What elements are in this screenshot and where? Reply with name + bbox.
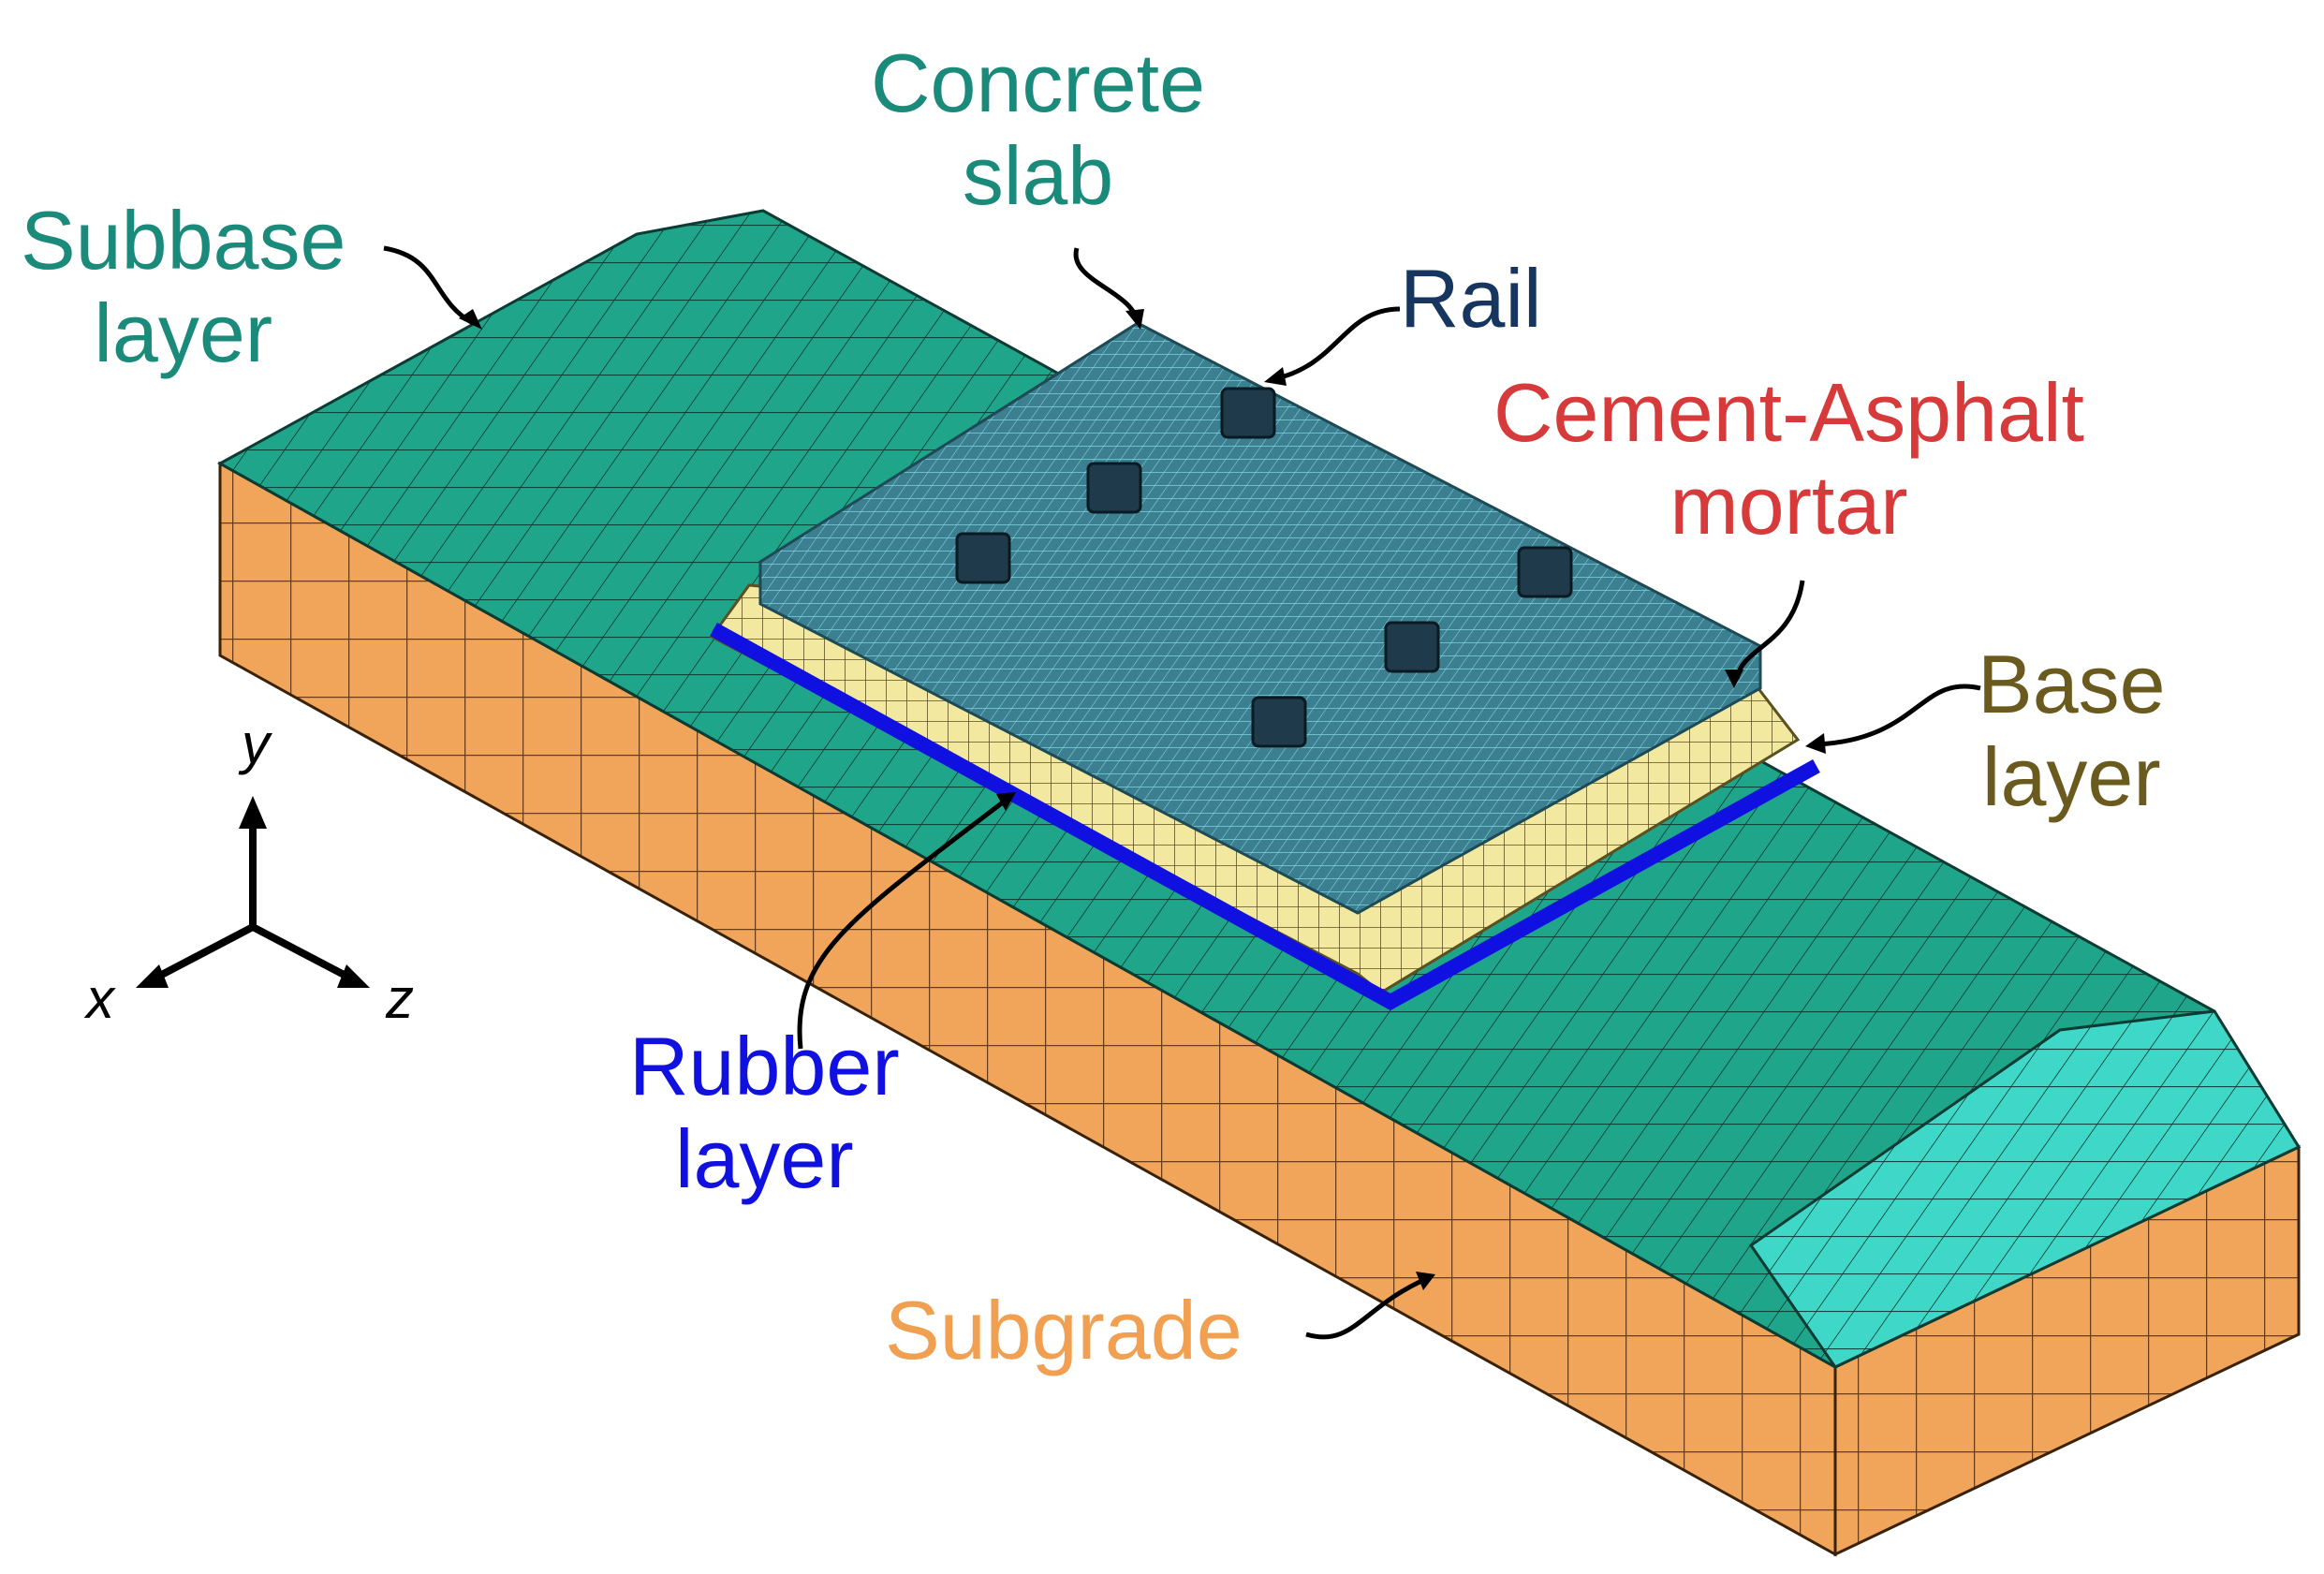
subbase-label: Subbase layer [21,194,346,379]
subgrade-label: Subgrade [885,1284,1243,1377]
subgrade-leader [1305,1275,1429,1340]
rubber-layer-label-line2: layer [674,1111,854,1205]
x-axis-arrowhead [136,964,169,988]
y-axis-label: y [242,713,270,775]
x-axis-line [153,923,255,982]
arrowhead [1725,669,1743,688]
rubber-layer-label-line1: Rubber [629,1020,900,1112]
arrowhead [1125,309,1144,330]
rail-block [955,532,1011,584]
z-axis-label: z [386,967,414,1030]
arrowhead [996,792,1016,811]
rubber-layer-label: Rubber layer [629,1020,900,1205]
rubber-layer [710,622,1820,1011]
rail-block [1251,696,1307,748]
base-leader [1816,684,1981,747]
rubber-leader [797,794,1013,1050]
leader-arrowheads [459,309,1826,1290]
subbase-label-line1: Subbase [21,194,346,287]
concrete-slab-label: Concrete slab [871,37,1205,222]
z-axis-line [251,923,353,982]
base-layer-label: Base layer [1978,638,2166,823]
y-axis-arrowhead [239,796,267,829]
arrowhead [459,309,482,330]
subbase-leader [383,245,475,326]
z-axis-arrowhead [337,964,370,988]
coordinate-axes [136,796,370,988]
mortar-leader [1734,580,1805,680]
leader-arrows [383,245,1981,1340]
rail-block [1086,462,1142,514]
base-layer-label-line1: Base [1978,638,2166,730]
arrowhead [1416,1272,1435,1290]
rail-block [1384,621,1440,673]
ca-mortar-label: Cement-Asphalt mortar [1493,366,2084,552]
rail-block [1220,387,1276,439]
rail-block [1517,546,1573,598]
rail-leader [1272,306,1401,382]
base-layer-label-line2: layer [1981,729,2161,823]
arrowhead [1805,733,1826,754]
subgrade-label-line1: Subgrade [885,1284,1243,1376]
x-axis-label: x [86,967,114,1030]
concrete-slab-label-line1: Concrete [871,37,1206,129]
rail-label: Rail [1400,252,1542,346]
rail-label-line1: Rail [1400,252,1542,345]
arrowhead [1264,367,1287,386]
ca-mortar-label-line1: Cement-Asphalt [1493,366,2084,459]
ca-mortar-label-line2: mortar [1669,458,1908,552]
subbase-label-line2: layer [94,286,273,379]
concrete-slab-label-line2: slab [962,128,1114,222]
rail-fasteners [955,387,1573,748]
